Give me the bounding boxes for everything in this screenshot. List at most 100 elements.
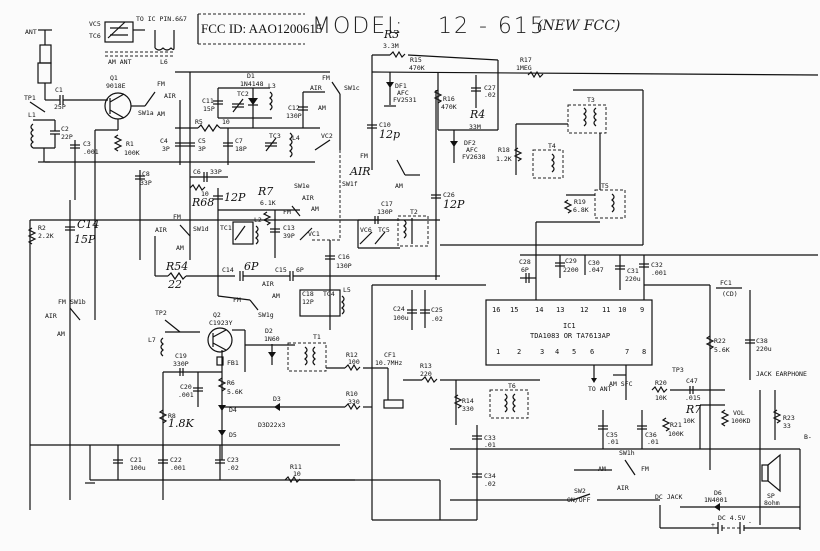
r54-ref: R54	[165, 260, 188, 273]
t1-ref: T1	[313, 333, 321, 341]
c14-ref: C14	[222, 266, 234, 274]
cf1-ref: CF1	[384, 351, 396, 359]
r18-value: 1.2K	[496, 155, 512, 163]
speaker-icon	[761, 464, 769, 482]
r1-ref: R1	[126, 140, 134, 148]
r7-resistor-icon	[262, 211, 272, 226]
ic-pin-16: 16	[492, 306, 500, 314]
d2-ref: D2	[265, 327, 273, 335]
model-number: 12 - 615	[438, 14, 546, 39]
c6-ref: C6	[193, 168, 201, 176]
df1-part: FV2531	[393, 96, 417, 104]
c47-ref: C47	[686, 377, 698, 385]
ic-pin-3: 3	[540, 348, 544, 356]
c2-ref: C2	[61, 125, 69, 133]
t1-transformer-icon	[287, 342, 327, 372]
r13-value: 220	[420, 370, 432, 378]
ic1-ref: IC1	[563, 322, 576, 330]
c10-ref: C10	[379, 121, 391, 129]
l3-coil-icon	[269, 91, 273, 111]
sw1d-fm: FM	[173, 213, 181, 221]
ic1-section: 16 15 14 13 12 11 10 9 IC1 TDA1083 OR TA…	[485, 254, 818, 400]
r14-value: 330	[462, 405, 474, 413]
antenna-rod-icon	[39, 44, 52, 64]
t2-transformer-icon	[397, 215, 429, 247]
c1-value: 25P	[54, 103, 66, 111]
battery-plus: +	[711, 521, 715, 529]
jack-earphone-label: JACK EARPHONE	[756, 370, 807, 378]
battery-minus: -	[748, 518, 752, 526]
c14b-ref: C14	[77, 218, 99, 231]
r6-ref: R6	[227, 379, 235, 387]
sp-value: 8ohm	[764, 499, 780, 507]
c13-value: 39P	[283, 232, 295, 240]
c19-ref: C19	[175, 352, 187, 360]
l6-coil-icon	[154, 47, 175, 51]
fb1-ferrite-bead-icon	[216, 356, 224, 366]
c23-value: .02	[227, 464, 239, 472]
l2-coil-icon	[255, 225, 259, 245]
c38-value: 220u	[756, 345, 772, 353]
c22-ref: C22	[170, 456, 182, 464]
tc3-ref: TC3	[269, 132, 281, 140]
model-separator: :	[395, 14, 404, 39]
t6-ref: T6	[508, 382, 516, 390]
t5-transformer-icon	[594, 189, 626, 219]
dc-supply-label: DC 4.5V	[718, 514, 745, 522]
r12-value: 100	[348, 358, 360, 366]
ant-label: ANT	[25, 28, 37, 36]
q2-value: C1923Y	[209, 319, 233, 327]
d6-value: 1N4001	[704, 496, 728, 504]
r19-ref: R19	[574, 198, 586, 206]
c28-value: 6P	[521, 266, 529, 274]
l7-coil-icon	[160, 337, 164, 357]
sw1b-air: AIR	[45, 312, 57, 320]
c18-ref: C18	[302, 290, 314, 298]
r13-resistor-icon	[421, 375, 438, 384]
ic-pin-15: 15	[510, 306, 518, 314]
ic-pin-1: 1	[496, 348, 500, 356]
fc1-value: (CD)	[722, 290, 738, 298]
l1-ref: L1	[28, 111, 36, 119]
tp1-label: TP1	[24, 94, 36, 102]
power-switch-icon[interactable]	[572, 493, 591, 501]
sw1e-fm: FM	[283, 208, 291, 216]
c36-ref: C36	[645, 431, 657, 439]
vc5-label: VC5	[89, 20, 101, 28]
c21-ref: C21	[130, 456, 142, 464]
c14b-value: 15P	[74, 233, 96, 246]
c23-ref: C23	[227, 456, 239, 464]
c26-ref: C26	[443, 191, 455, 199]
to-ic-label: TO IC PIN.6&7	[136, 15, 187, 23]
c38-ref: C38	[756, 337, 768, 345]
c15-ref: C15	[275, 266, 287, 274]
r8-value: 1.8K	[168, 417, 194, 430]
to-ant-arrow-icon	[591, 378, 597, 383]
sw1c-air: AIR	[310, 84, 322, 92]
l5-coil-icon	[341, 295, 345, 315]
c25-ref: C25	[431, 306, 443, 314]
r22-value: 5.6K	[714, 346, 730, 354]
vc2-variable-cap-icon	[314, 139, 331, 151]
r23-resistor-icon	[772, 409, 782, 424]
oscillator-section: R7 6.1K TC1 L2 C13 39P SW1e AIR AM FM VC…	[220, 72, 465, 330]
c47-value: .015	[685, 394, 701, 402]
df2-part: FV2638	[462, 153, 486, 161]
r16-value: 470K	[441, 103, 457, 111]
vol-potentiometer-icon[interactable]	[720, 409, 730, 427]
r14-resistor-icon	[453, 394, 463, 409]
cf1-ceramic-filter-icon	[383, 399, 404, 409]
c27-value: .02	[484, 91, 496, 99]
c25-value: .02	[431, 315, 443, 323]
df2-value: AFC	[466, 146, 478, 154]
d2-value: 1N60	[264, 335, 280, 343]
if-section: T3 T4 R18 1.2K T5 R19 6.8K	[440, 89, 644, 300]
vol-ref: VOL	[733, 409, 745, 417]
sw1f-ref: SW1f	[342, 180, 358, 188]
r10-ref: R10	[346, 390, 358, 398]
sw1a-air: AIR	[164, 92, 176, 100]
r21-value: 100K	[668, 430, 684, 438]
r1-value: 100K	[124, 149, 140, 157]
tc5-ref: TC5	[378, 226, 390, 234]
l4-coil-icon	[289, 132, 293, 158]
